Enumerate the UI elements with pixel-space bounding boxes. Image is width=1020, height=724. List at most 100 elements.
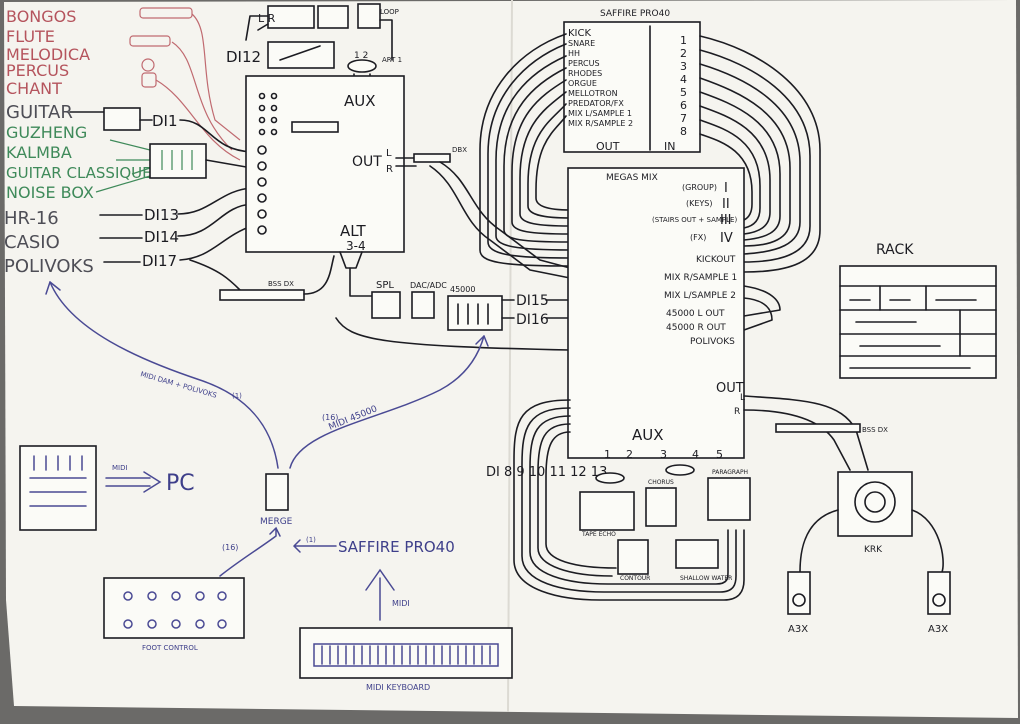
instrument-polivoks: POLIVOKS (4, 256, 94, 277)
instrument-guitar-classique: GUITAR CLASSIQUE (6, 164, 152, 182)
saffire-in: IN (664, 140, 675, 153)
di13-label: DI13 (144, 206, 179, 224)
guitar-pedal-box (103, 107, 141, 131)
paragraph-label: PARAGRAPH (712, 469, 748, 476)
midi-pc-label: MIDI (112, 464, 128, 472)
saffire-ch-4: PERCUS (568, 59, 600, 68)
aux-12-label: 1 2 (354, 51, 368, 61)
megas-aux-1: 1 (604, 448, 611, 461)
megas-input-6: POLIVOKS (690, 337, 735, 347)
saffire-title: SAFFIRE PRO40 (600, 9, 670, 19)
saffire-ch-9: MIX L/SAMPLE 1 (568, 109, 632, 118)
loop-unit (357, 3, 381, 29)
instrument-guitar: GUITAR (6, 102, 73, 123)
megas-aux-3: 3 (660, 448, 667, 461)
dbx-unit: DBX (395, 146, 571, 279)
unit45000-box (447, 295, 503, 331)
green-signal-lines: DI1 (69, 107, 253, 193)
di12-label: DI12 (226, 48, 261, 66)
saffire-num-2: 2 (680, 47, 687, 60)
megas-group-1-num: I (724, 181, 728, 196)
bss-left-label: BSS DX (268, 280, 294, 288)
megas-out-r: R (734, 407, 740, 417)
krk-label: KRK (864, 545, 883, 555)
megas-out-l: L (740, 393, 745, 403)
top-unit-2 (317, 5, 349, 29)
top-devices: LOOP L R DI12 ART 1 1 2 (226, 3, 402, 81)
chorus-label: CHORUS (648, 479, 674, 486)
left-mixer-out-r: R (386, 164, 393, 175)
megas-aux-5: 5 (716, 448, 723, 461)
megas-input-4: 45000 L OUT (666, 309, 725, 319)
saffire-num-1: 1 (680, 34, 687, 47)
saffire-midi-label: SAFFIRE PRO40 (338, 538, 455, 556)
megas-input-5: 45000 R OUT (666, 323, 726, 333)
megas-input-3: MIX L/SAMPLE 2 (664, 291, 736, 301)
saffire-num-4: 4 (680, 73, 687, 86)
megas-group-1: (GROUP) (682, 183, 717, 192)
midi-n16a-label: (16) (322, 413, 338, 422)
di-lines: DI13 DI14 DI17 (99, 187, 253, 270)
saffire-ch-10: MIX R/SAMPLE 2 (568, 119, 633, 128)
saffire-pro40: SAFFIRE PRO40 KICK SNARE HH PERCUS RHODE… (563, 9, 701, 153)
saffire-num-3: 3 (680, 60, 687, 73)
dbx-label: DBX (452, 146, 467, 154)
megas-group-3: (STAIRS OUT + SAMPLE) (652, 216, 737, 224)
bss-right-unit (775, 423, 861, 433)
spl-unit (371, 291, 401, 319)
saffire-channels: KICK SNARE HH PERCUS RHODES ORGUE MELLOT… (568, 28, 633, 128)
megas-mix-inputs: KICKOUT MIX R/SAMPLE 1 MIX L/SAMPLE 2 45… (664, 255, 737, 347)
merge-label: MERGE (260, 517, 293, 527)
instrument-percus: PERCUS (6, 61, 69, 80)
contour-label: CONTOUR (620, 575, 650, 582)
shallow-water-pedal (675, 539, 719, 569)
megas-mix-body (567, 167, 745, 459)
midi-n1b-label: (1) (306, 536, 316, 544)
loop-label: LOOP (380, 8, 399, 16)
saffire-ch-6: ORGUE (568, 79, 597, 88)
rack-title: RACK (876, 242, 914, 258)
saffire-ch-1: KICK (568, 28, 591, 39)
green-mixer-box (149, 143, 207, 179)
top-unit-1 (267, 5, 315, 29)
cable-bundles (479, 33, 821, 331)
saffire-num-5: 5 (680, 86, 687, 99)
megas-group-2-num: II (722, 197, 730, 212)
left-mixer-badge (291, 121, 339, 133)
bottom-cable-loop: DI 8 9 10 11 12 13 (486, 399, 745, 601)
saffire-ch-5: RHODES (568, 69, 602, 78)
midi-keyboard-label: MIDI KEYBOARD (366, 683, 430, 692)
instrument-casio: CASIO (4, 232, 60, 253)
megas-input-1: KICKOUT (696, 255, 736, 265)
megas-aux-4: 4 (692, 448, 699, 461)
midi-n1-label: (1) (232, 392, 242, 400)
instrument-flute: FLUTE (6, 27, 55, 46)
dac-label: DAC/ADC (410, 281, 447, 290)
megas-input-2: MIX R/SAMPLE 1 (664, 273, 737, 283)
top-lr-label: L R (258, 12, 276, 25)
megas-out: OUT (716, 381, 744, 396)
megas-group-4: (FX) (690, 233, 706, 242)
megas-mix-groups: (GROUP) I (KEYS) II (STAIRS OUT + SAMPLE… (652, 181, 737, 246)
dac-unit (411, 291, 435, 319)
saffire-out: OUT (596, 140, 620, 153)
a3x-left-label: A3X (788, 624, 808, 635)
paragraph-pedal (707, 477, 751, 521)
left-mixer-aux: AUX (344, 92, 376, 110)
a3x-left-monitor (787, 571, 811, 615)
instrument-guzheng: GUZHENG (6, 123, 87, 142)
left-mixer-inputs (257, 92, 278, 235)
midi-keyboard (299, 627, 513, 679)
pedals: TAPE ECHO CHORUS PARAGRAPH CONTOUR SHALL… (579, 464, 751, 582)
di16-label: DI16 (516, 312, 549, 328)
di14-label: DI14 (144, 228, 179, 246)
bss-right-label: BSS DX (862, 426, 888, 434)
di1-label: DI1 (152, 112, 178, 130)
megas-aux-2: 2 (626, 448, 633, 461)
megas-aux: AUX (632, 426, 664, 444)
instrument-list: BONGOS FLUTE MELODICA PERCUS CHANT GUITA… (4, 7, 152, 277)
bss-left-unit (219, 289, 305, 301)
center-fold (507, 0, 513, 713)
tape-echo-pedal (579, 491, 635, 531)
